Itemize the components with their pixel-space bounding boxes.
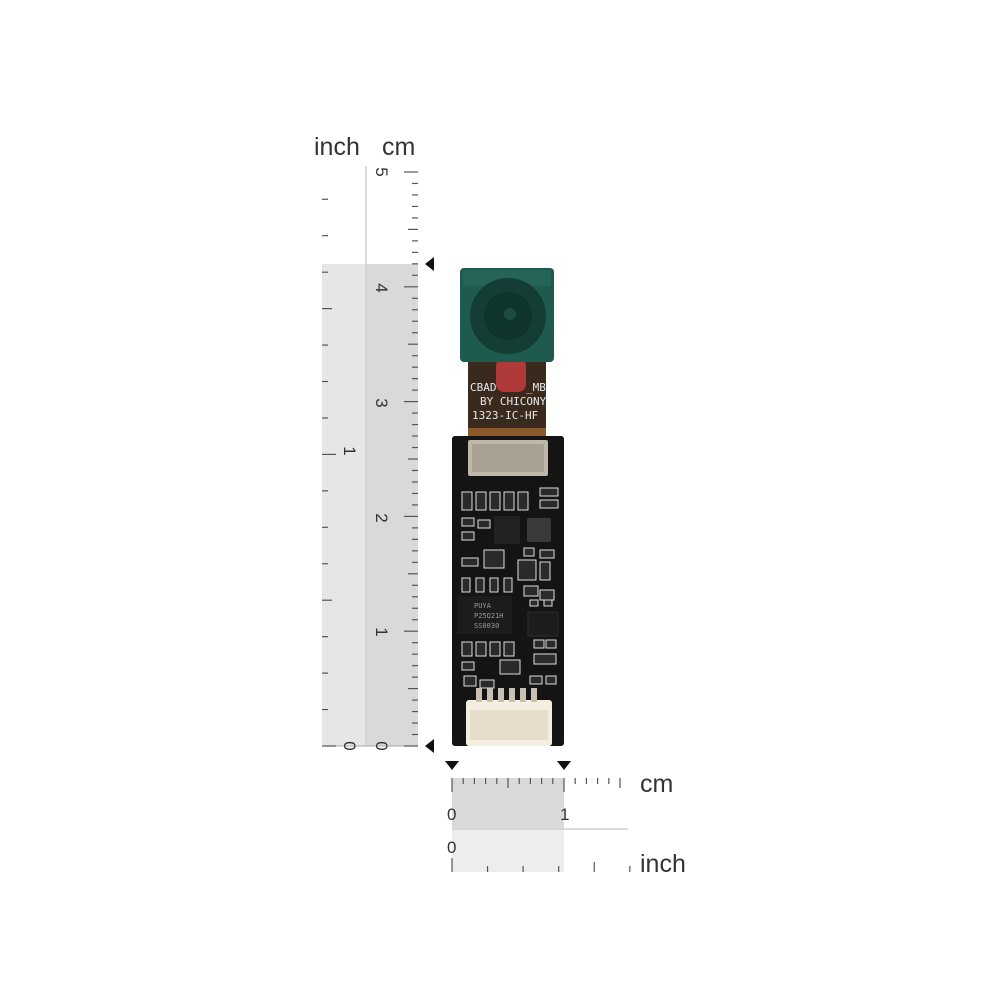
cm-label-5: 5	[372, 167, 391, 176]
smd-part	[461, 491, 473, 511]
h-inch-label-0: 0	[447, 838, 456, 857]
smd-part	[475, 577, 485, 593]
regulator-chip	[527, 611, 559, 637]
flex-cable-edge	[468, 428, 546, 438]
inch-labels: 1 0	[340, 446, 359, 750]
smd-part	[499, 659, 521, 675]
smd-part	[523, 585, 539, 597]
vertical-ruler: inch cm 5 4 3 2 1 0 1 0	[314, 133, 434, 753]
flex-text-1a: CBAD	[470, 381, 497, 394]
smd-part	[545, 639, 557, 649]
cm-label-4: 4	[372, 283, 391, 292]
h-cm-label-0: 0	[447, 805, 456, 824]
cm-label-1: 1	[372, 627, 391, 636]
flex-text-1b: _MB	[526, 381, 546, 394]
bottom-marker-arrow	[425, 739, 434, 753]
horizontal-ruler: 0 1 0 cm inch	[445, 761, 686, 878]
smd-part	[539, 487, 559, 497]
flex-text-3: 1323-IC-HF	[472, 409, 538, 422]
smd-part	[461, 517, 475, 527]
smd-part	[503, 577, 513, 593]
cm-labels: 5 4 3 2 1 0	[372, 167, 391, 750]
horizontal-inch-ticks	[451, 858, 631, 872]
smd-part	[543, 599, 553, 607]
flex-text-2: BY CHICONY	[480, 395, 547, 408]
smd-part	[503, 641, 515, 657]
vertical-ruler-shade-inner	[366, 264, 418, 746]
smd-part	[483, 549, 505, 569]
smd-part	[529, 599, 539, 607]
h-cm-unit: cm	[640, 770, 673, 798]
metal-shield-inner	[472, 444, 544, 472]
smd-part	[461, 577, 471, 593]
smd-part	[475, 491, 487, 511]
smd-part	[545, 675, 557, 685]
smd-part	[489, 641, 501, 657]
cm-label-2: 2	[372, 513, 391, 522]
top-marker-arrow	[425, 257, 434, 271]
smd-part	[517, 491, 529, 511]
square-ic	[527, 518, 551, 542]
flash-chip-text-2: P25Q21H	[474, 612, 504, 620]
smd-part	[461, 641, 473, 657]
smd-part	[529, 675, 543, 685]
smd-part	[503, 491, 515, 511]
lens-center	[504, 308, 516, 320]
flash-chip-text-1: PUYA	[474, 602, 492, 610]
smd-part	[461, 531, 475, 541]
smd-part	[533, 653, 557, 665]
smd-part	[539, 561, 551, 581]
smd-part	[463, 675, 477, 687]
cm-ticks	[404, 171, 418, 747]
left-marker-arrow	[445, 761, 459, 770]
flex-red-tab	[496, 358, 526, 392]
smd-part	[461, 661, 475, 671]
smd-part	[523, 547, 535, 557]
inch-label-0: 0	[340, 741, 359, 750]
small-ic	[494, 516, 520, 544]
connector-pin	[476, 688, 482, 702]
smd-part	[533, 639, 545, 649]
camera-housing-top	[463, 270, 551, 286]
camera-module: CBAD _MB BY CHICONY 1323-IC-HF PUYA P25Q…	[452, 268, 564, 746]
connector-pin	[487, 688, 493, 702]
horizontal-cm-ticks	[451, 778, 621, 792]
usb-connector-slot	[470, 710, 548, 740]
flash-chip	[457, 596, 512, 634]
inch-label-1: 1	[340, 446, 359, 455]
cm-header: cm	[382, 133, 415, 161]
right-marker-arrow	[557, 761, 571, 770]
connector-pin	[520, 688, 526, 702]
smd-part	[489, 491, 501, 511]
cm-label-0: 0	[372, 741, 391, 750]
h-inch-unit: inch	[640, 850, 686, 878]
smd-part	[477, 519, 491, 529]
connector-pin	[498, 688, 504, 702]
inch-ticks	[322, 198, 336, 747]
smd-part	[539, 589, 555, 601]
connector-pin	[509, 688, 515, 702]
smd-part	[539, 499, 559, 509]
cm-label-3: 3	[372, 398, 391, 407]
connector-pins	[476, 688, 537, 702]
smd-part	[461, 557, 479, 567]
h-cm-label-1: 1	[560, 805, 569, 824]
smd-part	[539, 549, 555, 559]
flash-chip-text-3: SS0030	[474, 622, 499, 630]
smd-part	[475, 641, 487, 657]
smd-components	[461, 487, 559, 689]
connector-pin	[531, 688, 537, 702]
inch-header: inch	[314, 133, 360, 161]
smd-part	[479, 679, 495, 689]
smd-part	[489, 577, 499, 593]
smd-part	[517, 559, 537, 581]
